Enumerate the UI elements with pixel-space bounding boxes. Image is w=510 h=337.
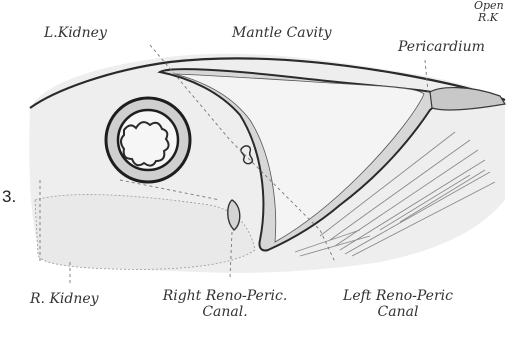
left-kidney-lumen [118, 110, 178, 170]
pericardium-label: Pericardium [398, 40, 485, 54]
right-kidney-label: R. Kidney [30, 292, 99, 306]
right-reno-peric-line2: Canal. [202, 304, 247, 320]
left-reno-peric-line2: Canal [378, 304, 419, 320]
right-reno-peric-line1: Right Reno-Peric. [163, 288, 288, 304]
mantle-cavity-label: Mantle Cavity [232, 26, 332, 40]
left-kidney-label: L.Kidney [44, 26, 107, 40]
left-reno-peric-label: Left Reno-Peric Canal [318, 288, 478, 320]
figure-number: 3. [2, 188, 16, 205]
corner-label-line1: Open [474, 0, 504, 11]
corner-label-line2: R.K [478, 12, 498, 23]
left-reno-peric-line1: Left Reno-Peric [343, 288, 453, 304]
right-reno-peric-label: Right Reno-Peric. Canal. [140, 288, 310, 320]
